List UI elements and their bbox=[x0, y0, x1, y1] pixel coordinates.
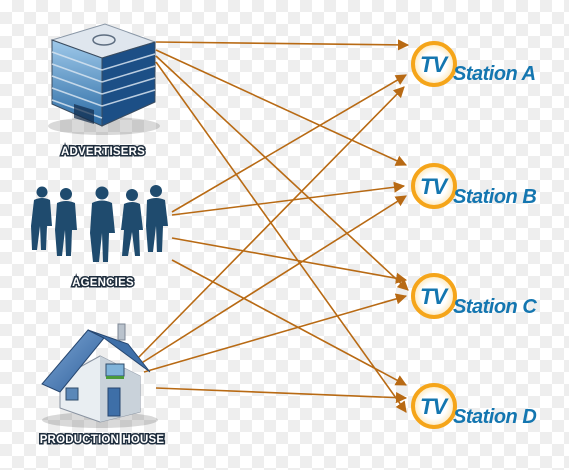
arrow-production-to-station-c bbox=[143, 293, 408, 373]
tv-station-b: TV Station B bbox=[411, 163, 537, 209]
arrow-advertisers-to-station-d bbox=[155, 61, 407, 413]
tv-station-c: TV Station C bbox=[411, 273, 538, 319]
production-house-node: PRODUCTION HOUSE bbox=[38, 323, 166, 448]
arrow-advertisers-to-station-b bbox=[155, 49, 408, 166]
arrow-agencies-to-station-b bbox=[171, 181, 406, 216]
arrow-production-to-station-b bbox=[139, 195, 407, 365]
tv-logo-icon bbox=[411, 163, 457, 209]
tv-station-d-label: Station D bbox=[453, 406, 536, 428]
tv-station-b-tv: TV bbox=[420, 174, 449, 199]
business-people-icon bbox=[31, 185, 168, 262]
advertisers-label: ADVERTISERS bbox=[61, 146, 145, 158]
tv-station-a-tv: TV bbox=[420, 52, 449, 77]
arrow-production-to-station-a bbox=[137, 86, 405, 359]
tv-station-d-tv: TV bbox=[420, 394, 449, 419]
tv-station-d: TV Station D bbox=[411, 383, 537, 429]
arrow-production-to-station-d bbox=[155, 387, 408, 404]
tv-station-a: TV Station A bbox=[411, 41, 536, 87]
tv-logo-icon bbox=[411, 41, 457, 87]
arrow-agencies-to-station-d bbox=[171, 259, 407, 386]
agencies-label: AGENCIES bbox=[72, 277, 134, 289]
arrow-agencies-to-station-c bbox=[171, 237, 408, 284]
connection-arrows bbox=[137, 39, 410, 413]
tv-station-a-label: Station A bbox=[453, 63, 536, 85]
tv-logo-icon bbox=[411, 383, 457, 429]
tv-logo-icon bbox=[411, 273, 457, 319]
tv-station-c-tv: TV bbox=[420, 284, 449, 309]
tv-station-c-label: Station C bbox=[453, 296, 537, 318]
arrow-advertisers-to-station-c bbox=[155, 55, 409, 291]
tv-station-b-label: Station B bbox=[453, 186, 536, 208]
office-building-icon bbox=[48, 23, 160, 135]
production-house-label: PRODUCTION HOUSE bbox=[40, 434, 165, 446]
agencies-node: AGENCIES bbox=[31, 185, 168, 291]
arrow-advertisers-to-station-a bbox=[155, 39, 410, 51]
arrow-agencies-to-station-a bbox=[171, 74, 407, 213]
house-icon bbox=[41, 323, 158, 428]
advertisers-node: ADVERTISERS bbox=[48, 23, 160, 160]
